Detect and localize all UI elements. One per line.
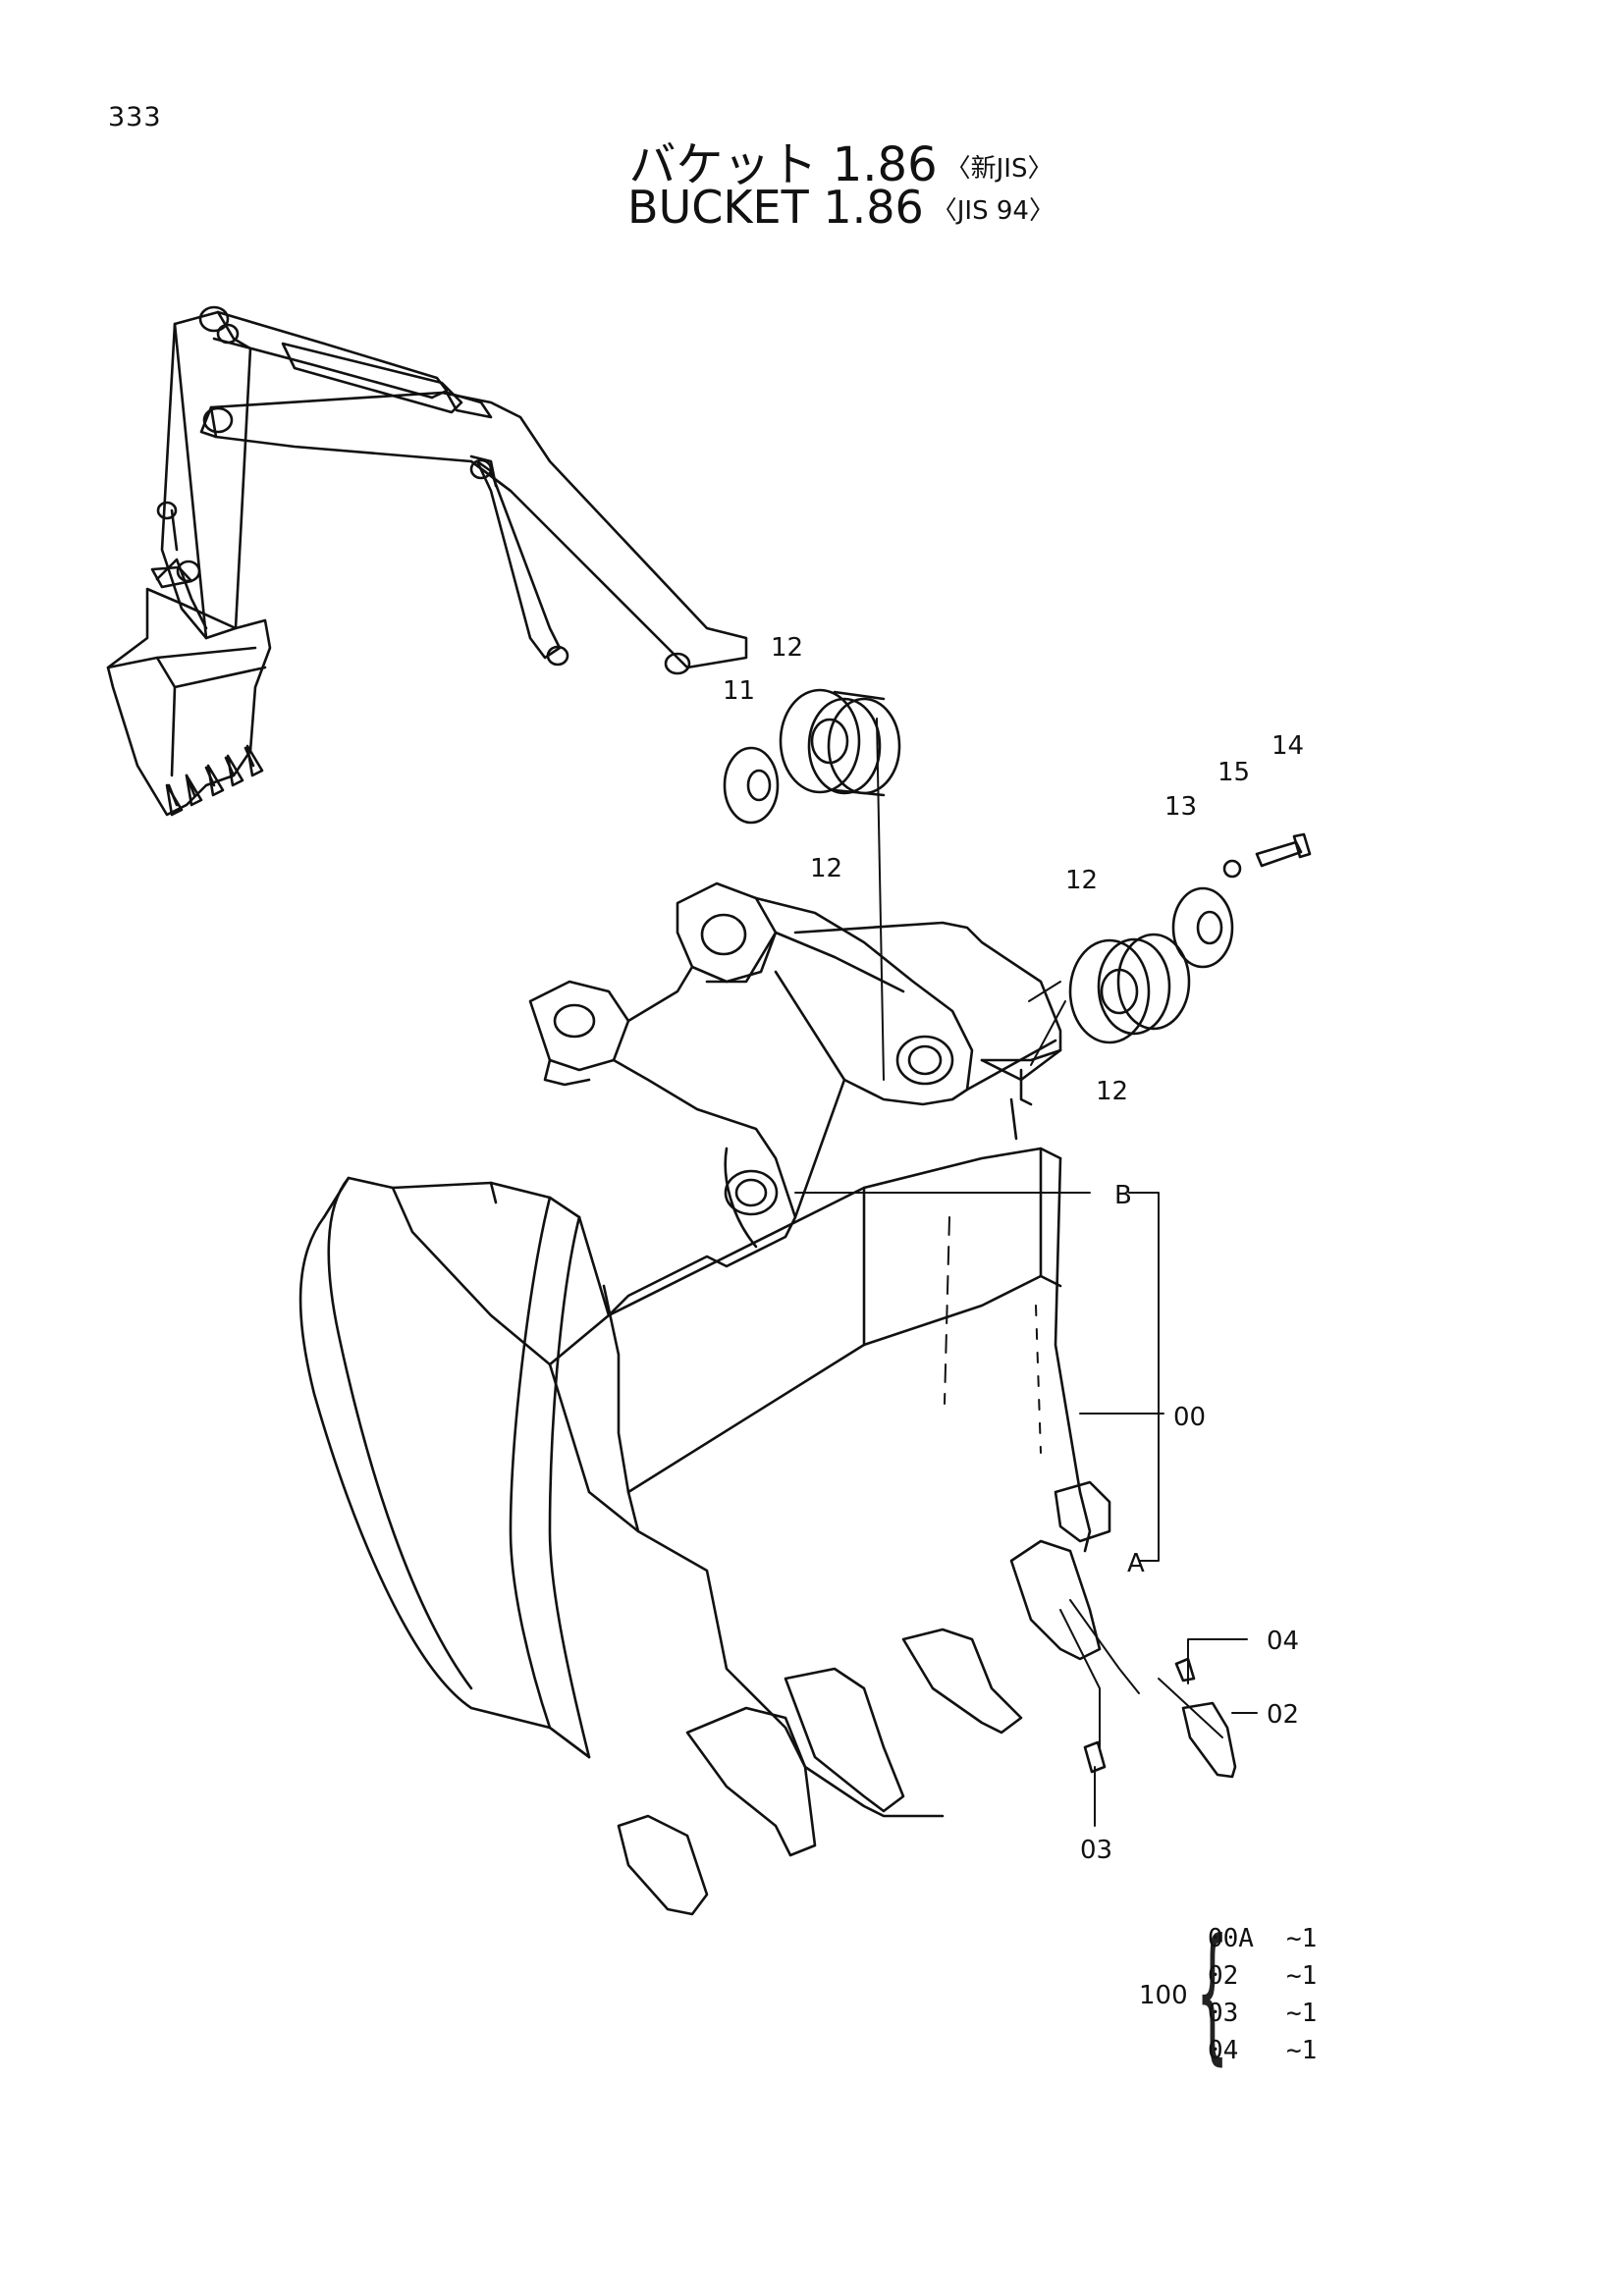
tooth-pin-and-lock [1083,1657,1237,1779]
callout-13: 13 [1164,792,1197,822]
kit-number: 100 [1139,1981,1188,2010]
brace-icon: { [1196,1908,1229,2079]
title-jp-text: バケット 1.86 [628,137,938,192]
leader-lines [794,718,1258,1827]
kit-item-code: 02 [1208,1961,1239,1991]
page-number: 333 [108,102,162,133]
kit-item: 00A ~1 [1208,1924,1345,1961]
kit-item-code: 03 [1208,1999,1239,2028]
kit-item-code: 00A [1208,1924,1254,1953]
callout-02: 02 [1267,1700,1299,1730]
kit-item-qty: ~1 [1286,1924,1318,1953]
callout-03: 03 [1080,1836,1112,1865]
excavator-arm-illustration [106,305,748,817]
title-en-text: BUCKET 1.86 [627,181,924,234]
callout-12-upper-lower: 12 [810,854,842,883]
kit-item: 03 ~1 [1208,1999,1345,2036]
kit-item-qty: ~1 [1286,2036,1318,2065]
kit-items: 00A ~1 02 ~1 03 ~1 04 ~1 [1208,1924,1345,2073]
callout-04: 04 [1267,1627,1299,1656]
kit-item-code: 04 [1208,2036,1239,2065]
callout-15: 15 [1217,758,1250,787]
kit-item: 02 ~1 [1208,1961,1345,1999]
bucket-body [298,881,1092,1818]
callout-00: 00 [1173,1403,1206,1432]
callout-14: 14 [1271,731,1304,761]
title-japanese: バケット 1.86〈新JIS〉 [0,126,1623,194]
title-en-note: 〈JIS 94〉 [931,196,1055,226]
callout-A: A [1127,1549,1145,1578]
callout-B: B [1114,1181,1132,1210]
callout-12-right-lower: 12 [1096,1077,1128,1106]
kit-item: 04 ~1 [1208,2036,1345,2073]
kit-item-qty: ~1 [1286,1961,1318,1991]
title-english: BUCKET 1.86〈JIS 94〉 [0,181,1623,234]
kit-item-qty: ~1 [1286,1999,1318,2028]
title-jp-note: 〈新JIS〉 [945,154,1054,184]
bucket-teeth [617,1480,1111,1916]
pin-shims-and-washers [723,688,1312,1044]
callout-12-top: 12 [771,633,803,663]
callout-11: 11 [723,676,755,706]
callout-12-right-top: 12 [1065,866,1098,895]
